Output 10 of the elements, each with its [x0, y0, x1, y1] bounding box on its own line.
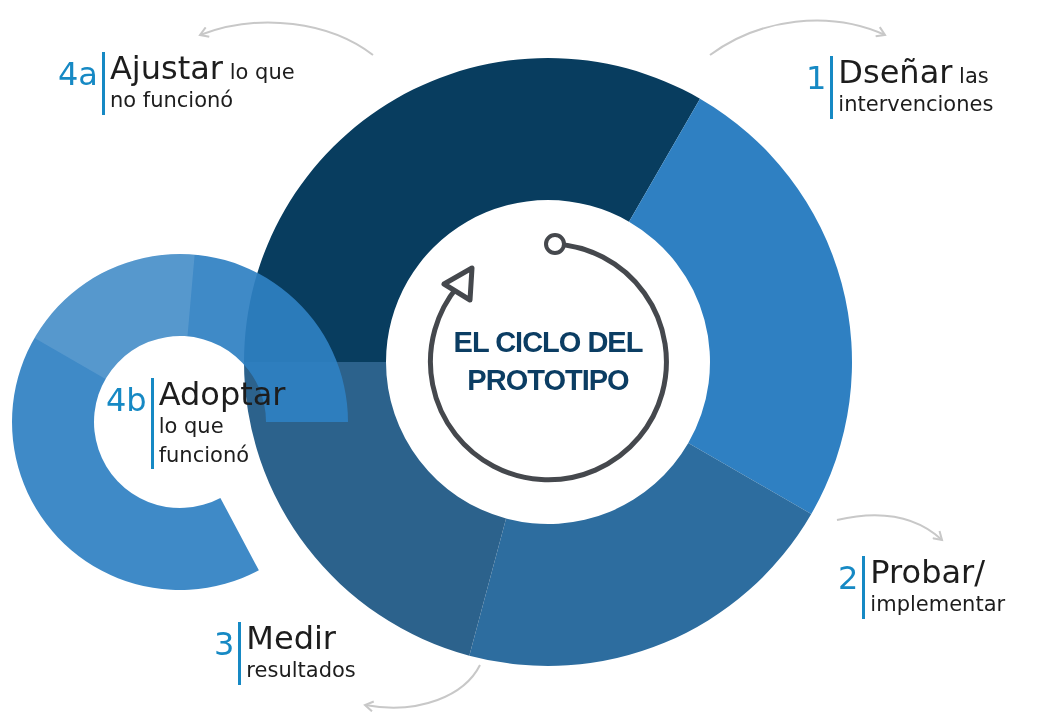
step-label: Medir resultados: [238, 622, 387, 685]
step-label: Probar/ implementar: [862, 556, 1041, 619]
step-number: 3: [214, 628, 235, 660]
center-title: EL CICLO DEL PROTOTIPO: [452, 325, 644, 398]
step-number: 1: [806, 62, 827, 94]
step-number: 4a: [58, 58, 98, 90]
step-label: Ajustar lo que no funcionó: [101, 52, 300, 115]
step-label: Dseñar las intervenciones: [830, 56, 1029, 119]
step-number: 4b: [106, 384, 147, 416]
step-number: 2: [838, 562, 859, 594]
